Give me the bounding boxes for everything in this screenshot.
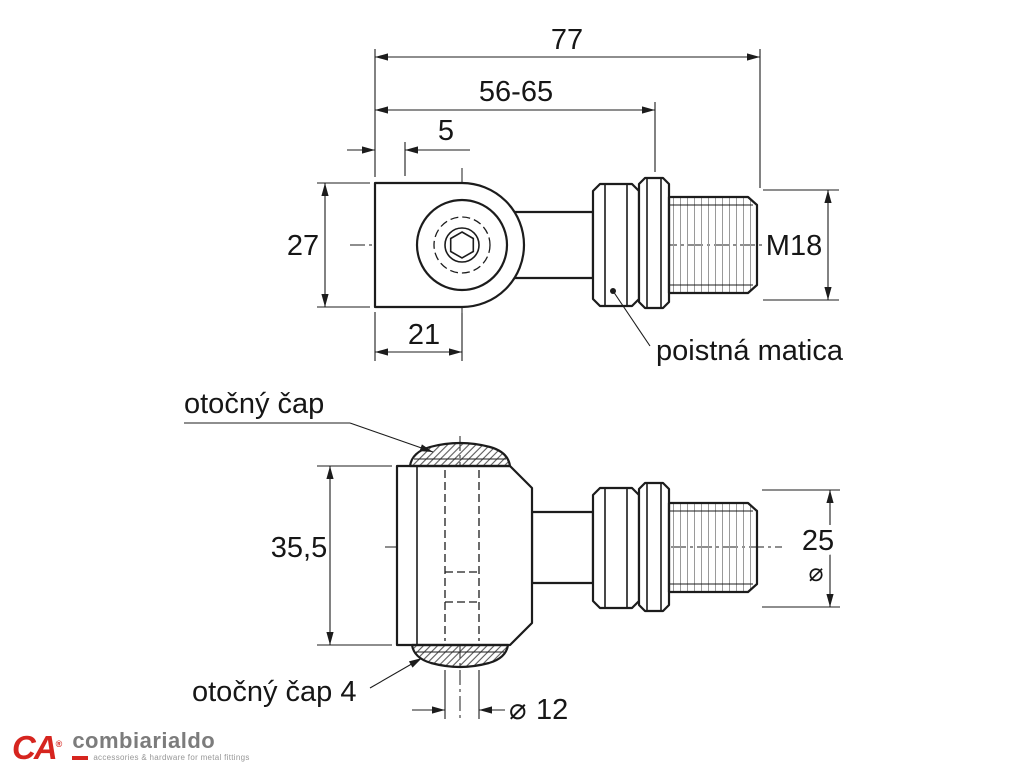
dim-35-5: 35,5: [271, 532, 327, 564]
top-nut-1: [591, 182, 641, 308]
pivot-pin-top-head: [408, 441, 512, 468]
bottom-threaded-stud: [667, 501, 759, 594]
top-nut-2-facets: [646, 178, 662, 308]
dia-symbol-25: ⌀: [808, 559, 823, 587]
top-nut-1-facets: [604, 184, 628, 306]
eye-boss-circle: [415, 198, 509, 292]
hinge-eye-body: [373, 181, 526, 309]
ext-lines-35-5: [317, 465, 392, 646]
bottom-nut-1-facets: [604, 488, 628, 608]
dim-27: 27: [287, 230, 319, 262]
pivot-leader-line: [349, 422, 434, 453]
hidden-pin-hole: [444, 470, 480, 641]
logo-tagline-row: accessories & hardware for metal fitting…: [72, 753, 249, 762]
dim-m18: M18: [766, 230, 822, 262]
hex-socket-circle: [444, 227, 480, 263]
dim-5: 5: [438, 115, 454, 147]
dim-25: 25: [802, 525, 834, 557]
top-threaded-stud: [667, 195, 759, 295]
lock-nut-label: poistná matica: [656, 335, 844, 367]
bottom-nut-1: [591, 486, 641, 610]
dim-77: 77: [551, 24, 583, 56]
dim-21: 21: [408, 319, 440, 351]
logo-text-block: combiarialdo accessories & hardware for …: [72, 729, 249, 762]
pivot-pin-4-label: otočný čap 4: [192, 676, 356, 708]
ext-lines-12: [444, 670, 480, 719]
logo-red-bar: [72, 755, 89, 760]
logo-brand-name: combiarialdo: [72, 728, 216, 753]
top-nut-2-lock-nut: [637, 176, 671, 310]
bottom-view-dimensions: 35,5 25 ⌀ otočný čap otočný čap 4 ⌀ 12: [184, 388, 840, 726]
bottom-thread-root-lines: [669, 510, 753, 585]
bottom-view: [385, 436, 782, 722]
bottom-rod: [530, 510, 595, 585]
top-thread-root-lines: [669, 204, 753, 286]
brand-logo: CA® combiarialdo accessories & hardware …: [12, 729, 250, 766]
logo-ca-text: CA: [12, 729, 58, 766]
bottom-nut-2: [637, 481, 671, 613]
pivot4-leader-line: [369, 657, 423, 689]
lock-nut-leader-line: [612, 290, 651, 347]
pivot-pin-label: otočný čap: [184, 388, 324, 420]
bottom-nut-2-facets: [646, 483, 662, 611]
hex-socket: [449, 231, 475, 259]
top-view-dimensions: 77 56-65 5 27 21 M18 poistná matica: [287, 24, 844, 367]
dim-56-65: 56-65: [479, 76, 553, 108]
eye-hidden-circle: [433, 216, 491, 274]
top-view: [350, 168, 775, 322]
logo-registered-mark: ®: [55, 739, 63, 749]
logo-ca-mark: CA®: [12, 729, 63, 766]
dia-symbol-12: ⌀: [509, 694, 526, 726]
pivot-pin-bottom-head: [410, 643, 510, 669]
logo-tagline: accessories & hardware for metal fitting…: [93, 753, 250, 762]
dim-12: 12: [536, 694, 568, 726]
